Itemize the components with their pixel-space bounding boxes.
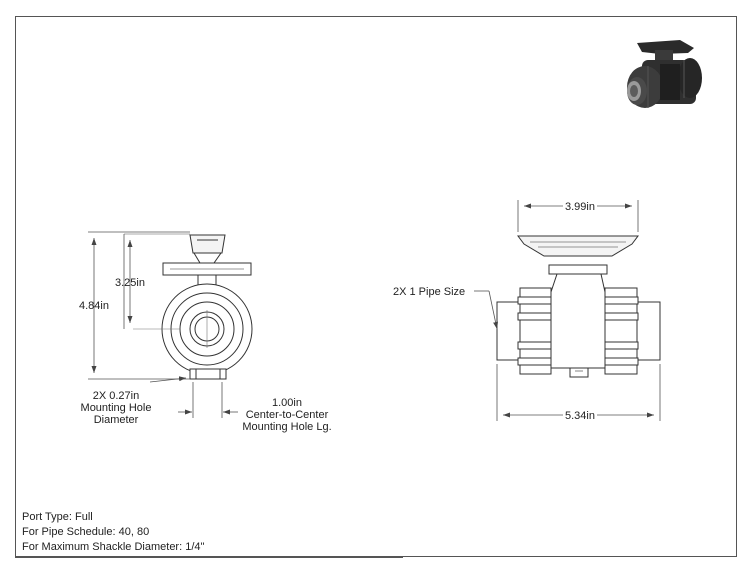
front-view bbox=[133, 234, 253, 380]
note-pipe-schedule: For Pipe Schedule: 40, 80 bbox=[22, 526, 150, 538]
title-block-line bbox=[15, 557, 403, 558]
handle-width-label: 3.99in bbox=[563, 201, 597, 213]
pipe-size-label: 2X 1 Pipe Size bbox=[393, 286, 466, 298]
hole-spacing-line-2: Center-to-Center bbox=[245, 409, 329, 421]
mounting-hole-line-3: Diameter bbox=[93, 414, 139, 426]
hole-spacing-label: 1.00in Center-to-Center Mounting Hole Lg… bbox=[235, 397, 339, 433]
front-dimensions bbox=[88, 231, 238, 418]
notes-block: Port Type: Full For Pipe Schedule: 40, 8… bbox=[22, 510, 204, 555]
mounting-hole-line-1: 2X 0.27in bbox=[92, 390, 140, 402]
side-dimensions bbox=[474, 200, 661, 421]
handle-height-label: 3.25in bbox=[115, 277, 145, 289]
valve-3d-render bbox=[627, 40, 702, 108]
drawing-border bbox=[15, 16, 737, 557]
note-port-type: Port Type: Full bbox=[22, 511, 93, 523]
mounting-hole-label: 2X 0.27in Mounting Hole Diameter bbox=[66, 390, 166, 426]
hole-spacing-line-3: Mounting Hole Lg. bbox=[242, 421, 332, 433]
mounting-hole-line-2: Mounting Hole bbox=[80, 402, 152, 414]
overall-height-label: 4.84in bbox=[79, 300, 109, 312]
note-shackle-diameter: For Maximum Shackle Diameter: 1/4" bbox=[22, 541, 205, 553]
overall-length-label: 5.34in bbox=[563, 410, 597, 422]
hole-spacing-line-1: 1.00in bbox=[272, 397, 302, 409]
side-view bbox=[496, 235, 661, 378]
